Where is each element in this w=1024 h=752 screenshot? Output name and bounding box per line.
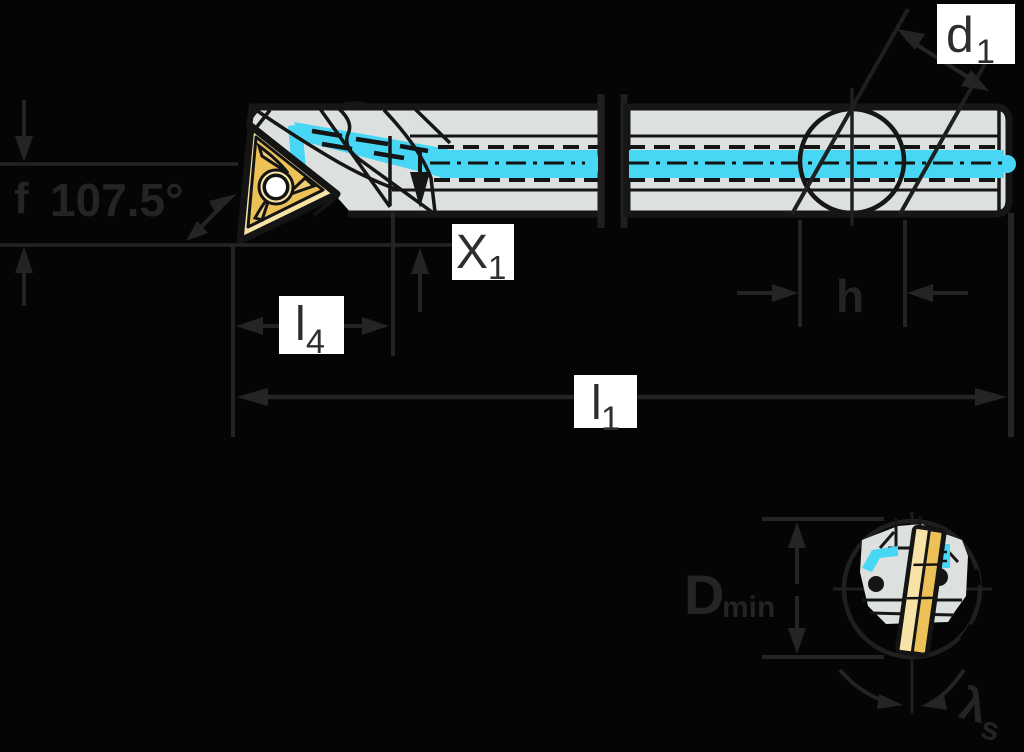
bar-head-segment	[245, 101, 598, 218]
svg-text:D: D	[684, 563, 724, 626]
x1-down-arrow	[410, 150, 430, 208]
label-d1-box	[937, 4, 1015, 64]
h-dimension	[737, 220, 968, 327]
svg-text:l: l	[295, 298, 306, 351]
coolant-exit	[998, 155, 1016, 173]
dmin-dimension	[762, 517, 884, 659]
label-f: f	[14, 174, 29, 223]
angle-dimension	[186, 194, 237, 241]
end-view	[762, 512, 992, 713]
f-dimension	[0, 100, 452, 306]
label-dmin: D min	[684, 563, 775, 626]
x1-dimension	[391, 212, 429, 356]
svg-text:1: 1	[488, 249, 506, 286]
svg-text:4: 4	[306, 323, 325, 361]
dimensions	[0, 100, 1014, 437]
svg-text:X: X	[456, 226, 488, 279]
svg-text:1: 1	[601, 400, 620, 438]
label-x1-box	[452, 224, 514, 280]
svg-text:1: 1	[976, 33, 995, 71]
svg-text:d: d	[946, 7, 974, 63]
endview-screw-left	[868, 576, 884, 592]
svg-text:l: l	[591, 377, 602, 430]
label-l4-box	[279, 296, 344, 354]
endview-circle-dashdot-gaps	[926, 569, 981, 667]
label-l4: l 4	[279, 296, 344, 361]
label-l1-box	[574, 375, 637, 428]
endview-coolant-left	[862, 546, 898, 572]
label-x1: X 1	[452, 224, 514, 286]
label-angle: 107.5°	[50, 174, 184, 226]
lambda-dimension	[838, 668, 966, 710]
label-l1: l 1	[574, 375, 637, 438]
endview-circle	[841, 518, 983, 660]
l1-dimension	[236, 213, 1014, 437]
labels: f 107.5° X 1 l 4 l 1 d 1 h D min λ	[14, 4, 1015, 748]
label-h: h	[836, 270, 864, 322]
svg-text:min: min	[722, 591, 775, 624]
label-d1: d 1	[937, 4, 1015, 71]
endview-insert	[895, 524, 947, 658]
cutting-insert	[236, 122, 341, 245]
l4-dimension	[231, 246, 389, 437]
insert-screw-hole	[266, 177, 286, 197]
